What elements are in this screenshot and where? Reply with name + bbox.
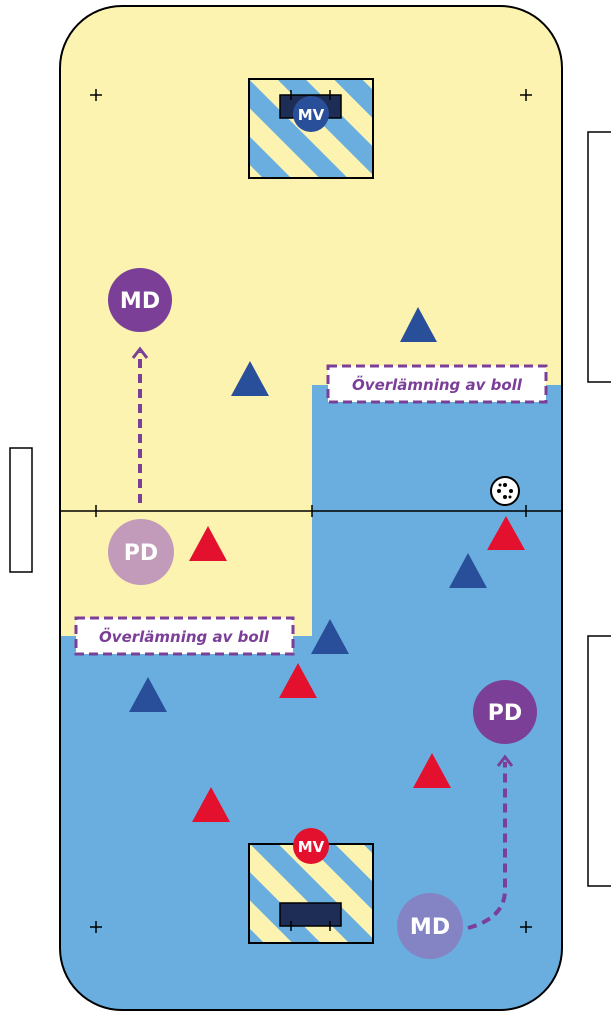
cone-red bbox=[487, 516, 525, 550]
red-cones bbox=[189, 516, 525, 822]
defender-bottom-label: MD bbox=[410, 915, 450, 940]
cone-blue bbox=[231, 361, 269, 396]
handover-bottom-label: Överlämning av boll bbox=[99, 627, 270, 646]
handover-box-top: Överlämning av boll bbox=[326, 364, 548, 404]
blue-cones bbox=[129, 307, 487, 712]
goal-crease-bottom: MV bbox=[248, 828, 374, 944]
cone-blue bbox=[400, 307, 437, 342]
player-top: PD bbox=[108, 519, 174, 585]
cone-blue bbox=[129, 677, 167, 712]
player-top-label: PD bbox=[124, 541, 158, 566]
cone-blue bbox=[449, 553, 487, 588]
substitution-bench-left bbox=[9, 447, 33, 573]
goalkeeper-bottom bbox=[293, 828, 329, 864]
rink-boundary bbox=[59, 5, 563, 1011]
goal-crease-top: MV bbox=[248, 78, 374, 179]
substitution-bench-right-top bbox=[587, 131, 611, 383]
player-bottom: PD bbox=[473, 680, 537, 744]
goal-bottom bbox=[279, 902, 342, 927]
defender-top: MD bbox=[108, 268, 172, 332]
faceoff-crosses bbox=[90, 89, 532, 933]
cone-red bbox=[279, 663, 317, 698]
cone-red bbox=[189, 526, 227, 561]
cone-red bbox=[413, 753, 451, 788]
defender-top-label: MD bbox=[120, 289, 160, 314]
goalkeeper-top bbox=[293, 96, 329, 132]
defender-bottom: MD bbox=[397, 893, 463, 959]
goalkeeper-top-label: MV bbox=[298, 106, 325, 124]
dashed-arrow-icon bbox=[467, 762, 507, 930]
handover-top-label: Överlämning av boll bbox=[352, 375, 523, 394]
player-bottom-label: PD bbox=[488, 701, 522, 726]
cone-red bbox=[192, 787, 230, 822]
substitution-bench-right-bottom bbox=[587, 635, 611, 887]
handover-box-bottom: Överlämning av boll bbox=[74, 616, 295, 656]
goalkeeper-bottom-label: MV bbox=[298, 838, 325, 856]
cone-blue bbox=[311, 619, 349, 654]
floorball-icon bbox=[490, 476, 520, 506]
